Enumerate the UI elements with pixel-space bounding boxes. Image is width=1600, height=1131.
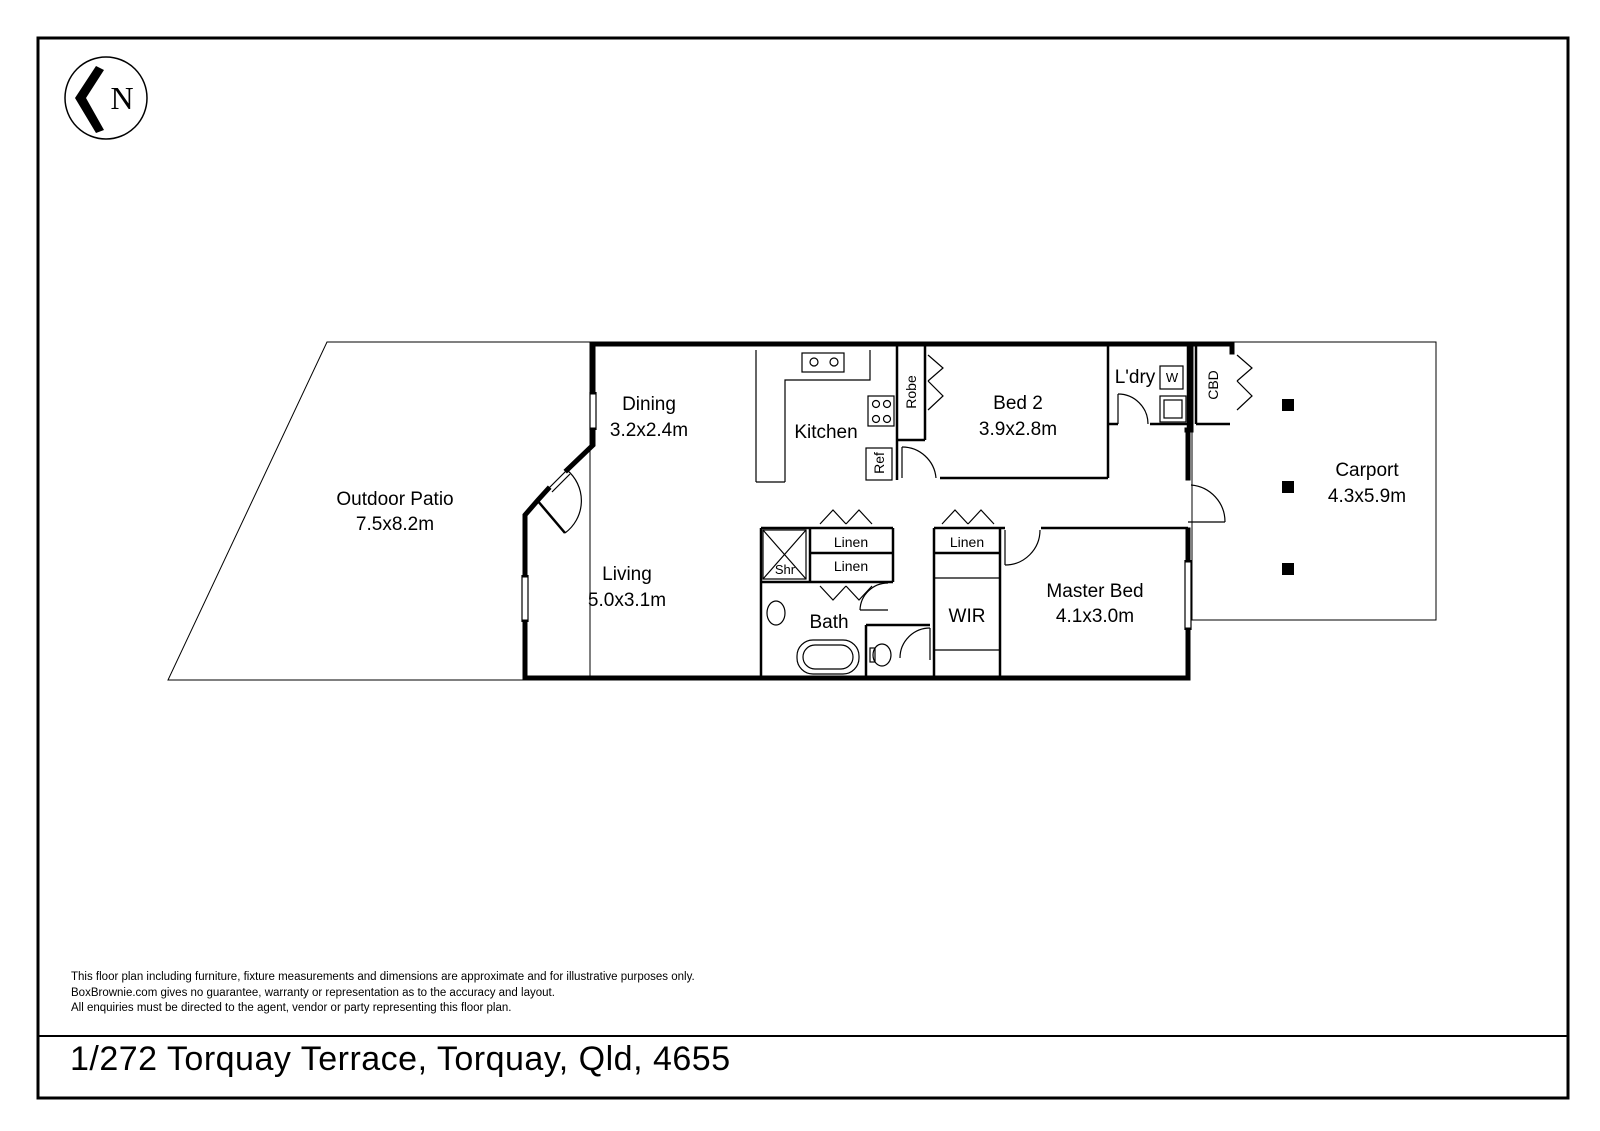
room-label-master-bed: Master Bed [1046,581,1143,602]
room-label-bath: Bath [809,612,848,633]
disclaimer: This floor plan including furniture, fix… [71,970,695,1017]
disclaimer-line: This floor plan including furniture, fix… [71,971,695,983]
carport-post [1282,399,1294,411]
room-label-wir: WIR [949,606,986,627]
room-label-shower: Shr [775,562,796,577]
kitchen-fixtures [755,350,895,483]
washer-label: W [1166,370,1179,385]
carport-post [1282,563,1294,575]
room-size-carport: 4.3x5.9m [1328,486,1406,507]
room-label-linen: Linen [950,534,984,550]
doors [819,354,1253,660]
room-label-outdoor-patio: Outdoor Patio [336,489,453,510]
room-label-dining: Dining [622,394,676,415]
disclaimer-line: BoxBrownie.com gives no guarantee, warra… [71,986,555,999]
room-size-master-bed: 4.1x3.0m [1056,606,1134,627]
room-label-robe: Robe [903,375,919,409]
room-label-carport: Carport [1335,460,1399,481]
page-border [36,36,1570,1100]
patio-door [536,469,582,534]
room-label-ref: Ref [871,452,887,474]
bath-fixtures [762,529,892,675]
room-label-kitchen: Kitchen [794,422,857,443]
room-label-linen: Linen [834,534,868,550]
disclaimer-line: All enquiries must be directed to the ag… [71,1002,512,1014]
compass-label: N [110,80,133,116]
room-size-outdoor-patio: 7.5x8.2m [356,514,434,535]
laundry-fixtures [1159,344,1230,426]
room-label-bed-2: Bed 2 [993,393,1043,414]
carport-post [1282,481,1294,493]
room-size-dining: 3.2x2.4m [610,420,688,441]
carport-area [1191,341,1437,621]
property-address: 1/272 Torquay Terrace, Torquay, Qld, 465… [70,1040,731,1078]
north-arrow-icon: N [64,56,148,140]
room-label-laundry: L'dry [1115,367,1156,388]
room-label-living: Living [602,564,652,585]
room-label-linen: Linen [834,558,868,574]
room-size-living: 5.0x3.1m [588,590,666,611]
room-label-cbd: CBD [1205,370,1221,400]
interior-walls [759,344,1190,678]
exterior-walls [522,341,1235,681]
windows [521,392,1192,630]
room-size-bed-2: 3.9x2.8m [979,419,1057,440]
